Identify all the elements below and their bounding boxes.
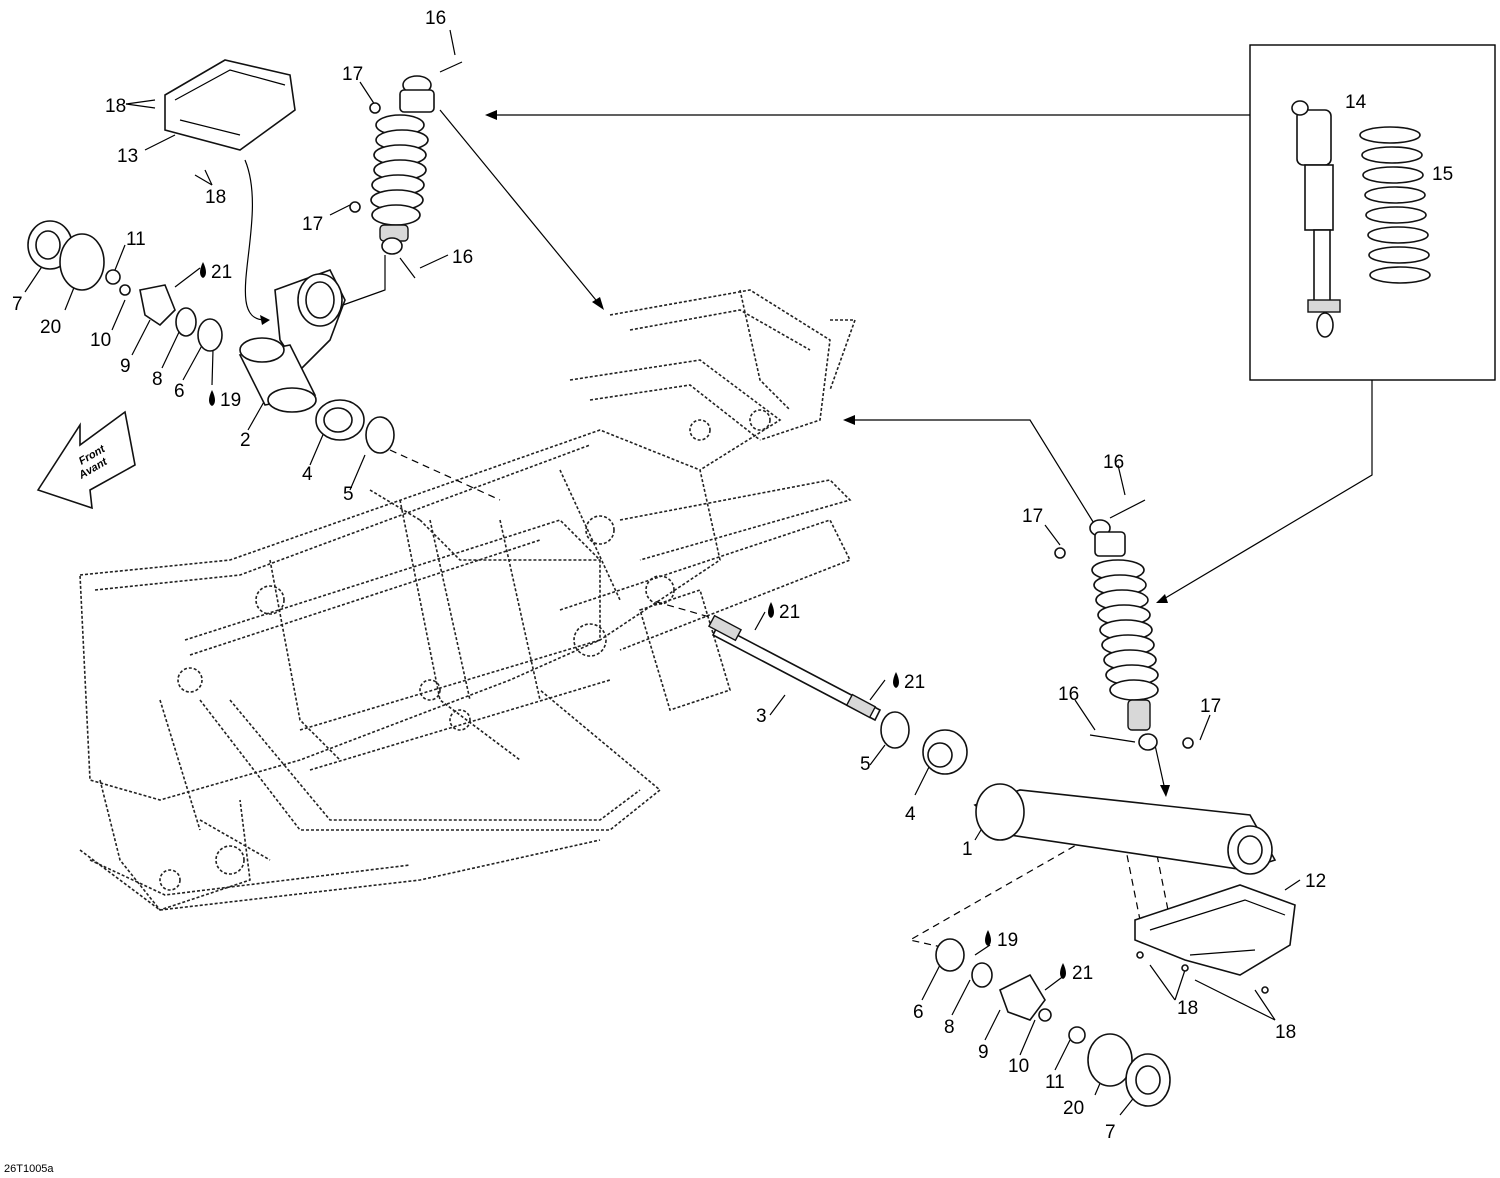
callout-6: 6 [174,381,185,402]
callout-11: 11 [1045,1072,1065,1093]
bearing-housing-2 [238,269,346,413]
skid-plate-13 [164,59,296,151]
callout-21: 21 [904,672,925,693]
callout-18: 18 [205,187,226,208]
skid-plate-12 [1134,884,1296,994]
callout-5: 5 [343,484,354,505]
callout-1: 1 [962,839,973,860]
drop-icon [1060,963,1066,979]
callout-5: 5 [860,754,871,775]
right-bearing-hardware [880,711,968,775]
callout-2: 2 [240,430,251,451]
callout-7: 7 [12,294,23,315]
callout-15: 15 [1432,164,1453,185]
callout-8: 8 [152,369,163,390]
drop-icon [200,262,206,278]
callout-8: 8 [944,1017,955,1038]
callout-18: 18 [1275,1022,1296,1043]
callout-3: 3 [756,706,767,727]
callout-21: 21 [1072,963,1093,984]
callout-10: 10 [1008,1056,1029,1077]
callout-17: 17 [1022,506,1043,527]
lubricant-drop-icons [200,262,1066,979]
callout-21: 21 [211,262,232,283]
vehicle-frame [79,289,857,911]
shock-absorber-right [1054,499,1194,751]
left-hub-hardware [27,220,395,454]
callout-12: 12 [1305,871,1326,892]
callout-6: 6 [913,1002,924,1023]
callout-20: 20 [1063,1098,1084,1119]
callout-18: 18 [1177,998,1198,1019]
callout-4: 4 [302,464,313,485]
drop-icon [893,672,899,688]
callout-14: 14 [1345,92,1367,113]
callout-20: 20 [40,317,61,338]
callout-9: 9 [978,1042,989,1063]
front-direction-arrow: Front Avant [36,410,136,510]
callout-11: 11 [126,229,146,250]
callout-13: 13 [117,146,138,167]
detail-inset-box [1249,44,1496,381]
callout-17: 17 [342,64,363,85]
callout-16: 16 [1103,452,1124,473]
callout-21: 21 [779,602,800,623]
swing-arm-1 [973,783,1277,875]
coil-spring-15 [1359,126,1431,284]
drop-icon [768,602,774,618]
shock-absorber-14 [1291,100,1341,338]
axle-shaft-3 [707,614,882,722]
callout-18: 18 [105,96,126,117]
callout-9: 9 [120,356,131,377]
callout-19: 19 [220,390,241,411]
callout-17: 17 [1200,696,1221,717]
shock-absorber-left [349,61,463,279]
callout-7: 7 [1105,1122,1116,1143]
callout-16: 16 [1058,684,1079,705]
lower-right-hub-hardware [935,938,1171,1107]
callout-17: 17 [302,214,323,235]
callout-4: 4 [905,804,916,825]
diagram-code: 26T1005a [4,1163,54,1175]
callout-10: 10 [90,330,111,351]
callout-labels: 16 17 18 13 18 17 16 11 21 7 20 10 9 8 6… [12,8,1453,1143]
drop-icon [209,390,215,406]
callout-16: 16 [425,8,446,29]
drop-icon [985,930,991,946]
callout-19: 19 [997,930,1018,951]
callout-16: 16 [452,247,473,268]
